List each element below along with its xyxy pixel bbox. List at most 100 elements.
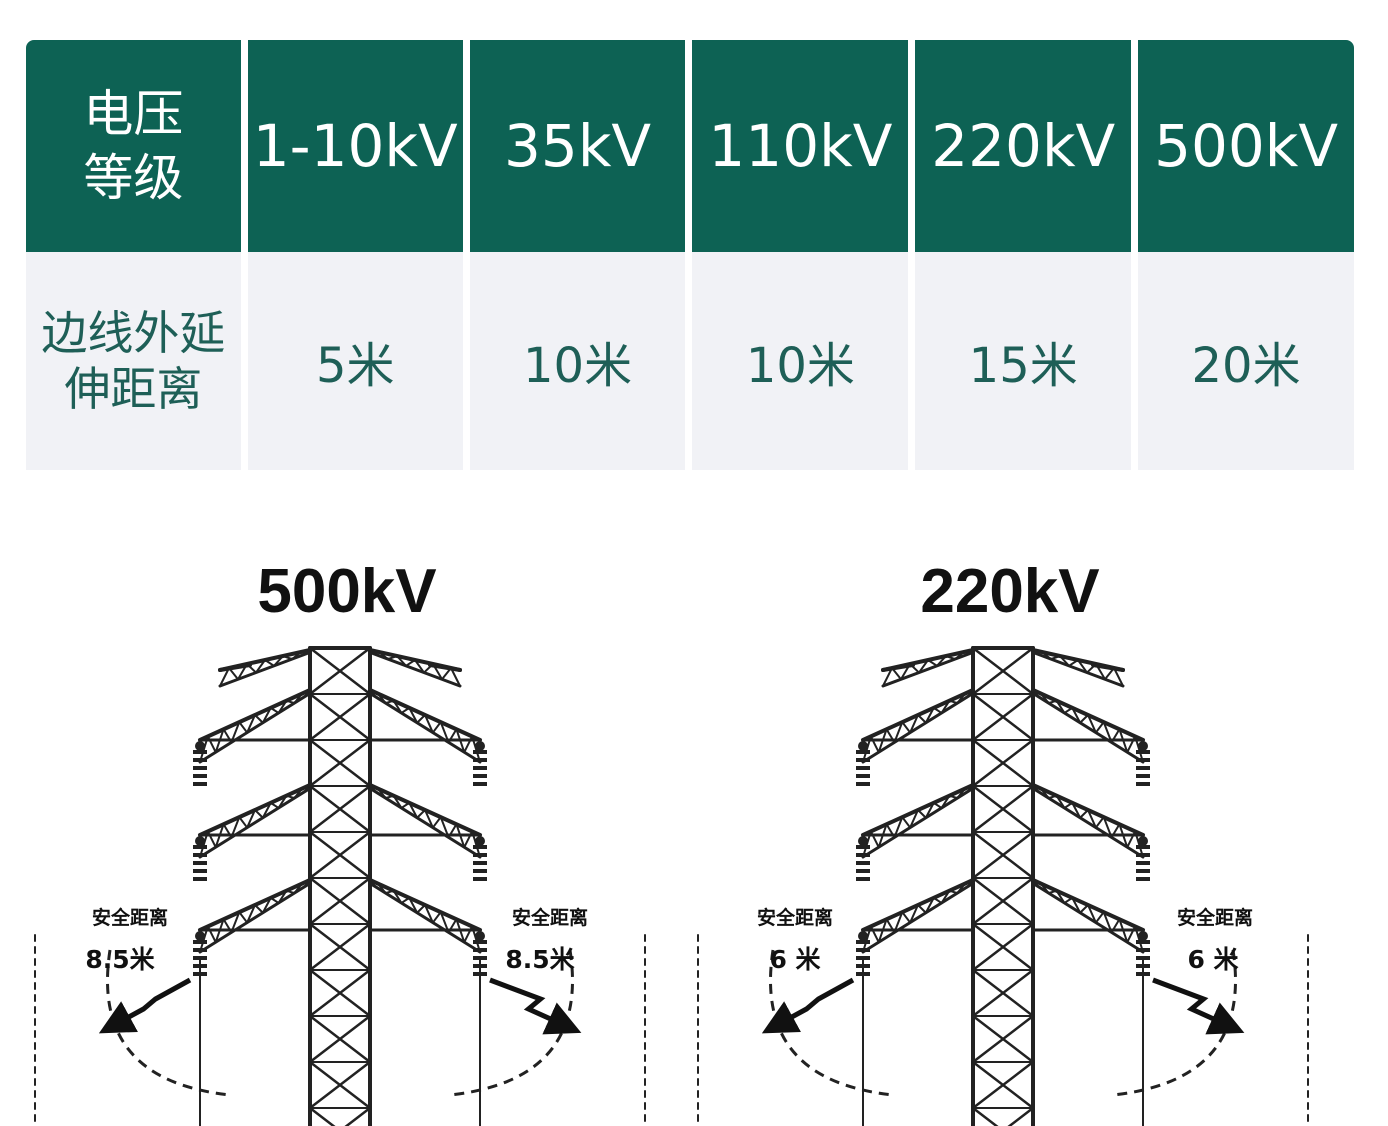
voltage-cell: 500kV xyxy=(1138,40,1354,252)
cross-arm-right-2-web xyxy=(400,896,411,904)
insulator-left xyxy=(193,861,207,865)
tower-brace xyxy=(308,646,372,696)
peak-arm-left-web xyxy=(273,655,284,667)
insulator-left xyxy=(856,766,870,770)
insulator-left xyxy=(193,869,207,873)
insulator-right xyxy=(1136,869,1150,873)
insulator-right xyxy=(473,750,487,754)
cross-arm-left-0-web xyxy=(924,706,935,724)
cross-arm-left-2-web xyxy=(293,882,304,895)
header-label-cell: 电压 等级 xyxy=(26,40,241,252)
peak-arm-right-web xyxy=(1113,667,1124,687)
cross-arm-left-2-web xyxy=(238,911,249,924)
cross-arm-left-1-web xyxy=(285,794,296,800)
cross-arm-right-2-web xyxy=(1055,889,1066,904)
cross-arm-left-2-web xyxy=(246,904,256,924)
tower-structure xyxy=(34,646,646,1126)
cross-arm-right-1-web xyxy=(1071,801,1082,819)
insulator-left xyxy=(193,750,207,754)
peak-arm-right-web xyxy=(1077,659,1088,674)
tower-brace xyxy=(971,922,1035,972)
cross-arm-right-1-web xyxy=(431,816,442,829)
peak-arm-right-web xyxy=(387,655,398,661)
insulator-right xyxy=(1136,774,1150,778)
cross-arm-right-2-web xyxy=(392,889,403,904)
insulator-left xyxy=(193,758,207,762)
cross-arm-right-1-web xyxy=(400,801,411,809)
tower-brace xyxy=(971,738,1035,788)
table-body-row: 边线外延 伸距离 5米 10米 10米 15米 20米 xyxy=(26,252,1354,470)
table-header-row: 电压 等级 1-10kV 35kV 110kV 220kV 500kV xyxy=(26,40,1354,252)
tower-structure xyxy=(697,646,1309,1126)
safety-distance-left: 6 米 xyxy=(769,945,821,974)
cross-arm-left-2-web xyxy=(277,889,288,904)
peak-arm-right-web xyxy=(414,659,425,674)
tower-brace xyxy=(308,922,372,972)
voltage-cell: 220kV xyxy=(915,40,1132,252)
cross-arm-right-1-bottom-chord xyxy=(368,786,482,859)
cross-arm-right-1-web xyxy=(1039,787,1050,800)
safety-distance-right: 6 米 xyxy=(1187,945,1239,974)
cross-arm-left-1-web xyxy=(932,801,943,809)
cross-arm-right-0-web xyxy=(1039,692,1050,705)
insulator-left xyxy=(856,750,870,754)
tower-brace xyxy=(1007,1106,1035,1126)
lightning-arrow xyxy=(98,977,192,1034)
insulator-left xyxy=(856,758,870,762)
insulator-right xyxy=(1136,750,1150,754)
cross-arm-right-0-web xyxy=(1063,706,1074,714)
tower-brace xyxy=(344,1106,372,1126)
insulator-right xyxy=(1136,877,1150,881)
insulator-cap xyxy=(1138,836,1148,846)
cross-arm-right-2-web xyxy=(1094,911,1105,924)
insulator-right xyxy=(473,782,487,786)
distance-cell: 15米 xyxy=(915,252,1132,470)
insulator-left xyxy=(856,956,870,960)
insulator-right xyxy=(1136,782,1150,786)
tower-brace xyxy=(308,830,372,880)
cross-arm-right-2-web xyxy=(376,882,387,895)
cross-arm-left-1-web xyxy=(293,787,304,800)
insulator-left xyxy=(856,774,870,778)
peak-arm-left-web xyxy=(954,651,965,661)
cross-arm-right-0-web xyxy=(416,714,426,724)
insulator-cap xyxy=(195,741,205,751)
row-label-cell: 边线外延 伸距离 xyxy=(26,252,241,470)
cross-arm-left-1-web xyxy=(254,809,264,819)
distance-cell: 5米 xyxy=(247,252,463,470)
cross-arm-left-0-bottom-chord xyxy=(198,691,312,764)
cross-arm-right-2-web xyxy=(384,889,395,895)
safety-label-left: 安全距离 xyxy=(757,906,833,929)
tower-diagrams: 500kV 安全距离 8.5米 安全距离 8.5米 220kV 安全距离 6 米… xyxy=(34,557,1309,1126)
cross-arm-left-1-web xyxy=(238,816,249,829)
cross-arm-left-0-web xyxy=(932,706,943,714)
tower-brace xyxy=(308,968,372,1018)
lightning-arrow xyxy=(489,977,582,1035)
cross-arm-right-1-web xyxy=(1094,816,1105,829)
cross-arm-right-2-web xyxy=(1071,896,1082,914)
cross-arm-left-2-web xyxy=(285,889,296,895)
tower-brace xyxy=(971,1014,1035,1064)
tower-brace xyxy=(308,692,372,742)
tower-brace xyxy=(308,1060,372,1110)
tower-brace xyxy=(308,784,372,834)
safety-label-right: 安全距离 xyxy=(1177,906,1253,929)
peak-arm-right-web xyxy=(378,651,389,661)
tower-title: 220kV xyxy=(920,557,1099,626)
cross-arm-left-2-web xyxy=(917,904,927,914)
insulator-right xyxy=(473,774,487,778)
cross-arm-left-2-web xyxy=(956,882,967,895)
cross-arm-right-2-bottom-chord xyxy=(1031,881,1145,954)
peak-arm-right-web xyxy=(1050,655,1061,661)
cross-arm-right-2-web xyxy=(1087,904,1097,924)
cross-arm-left-2-bottom-chord xyxy=(198,881,312,954)
cross-arm-right-1-web xyxy=(1063,801,1074,809)
tower-brace xyxy=(971,646,1035,696)
insulator-right xyxy=(473,766,487,770)
peak-arm-left-web xyxy=(927,659,938,667)
distance-cell: 10米 xyxy=(692,252,909,470)
insulator-cap xyxy=(475,836,485,846)
insulator-cap xyxy=(1138,931,1148,941)
insulator-right xyxy=(473,940,487,944)
